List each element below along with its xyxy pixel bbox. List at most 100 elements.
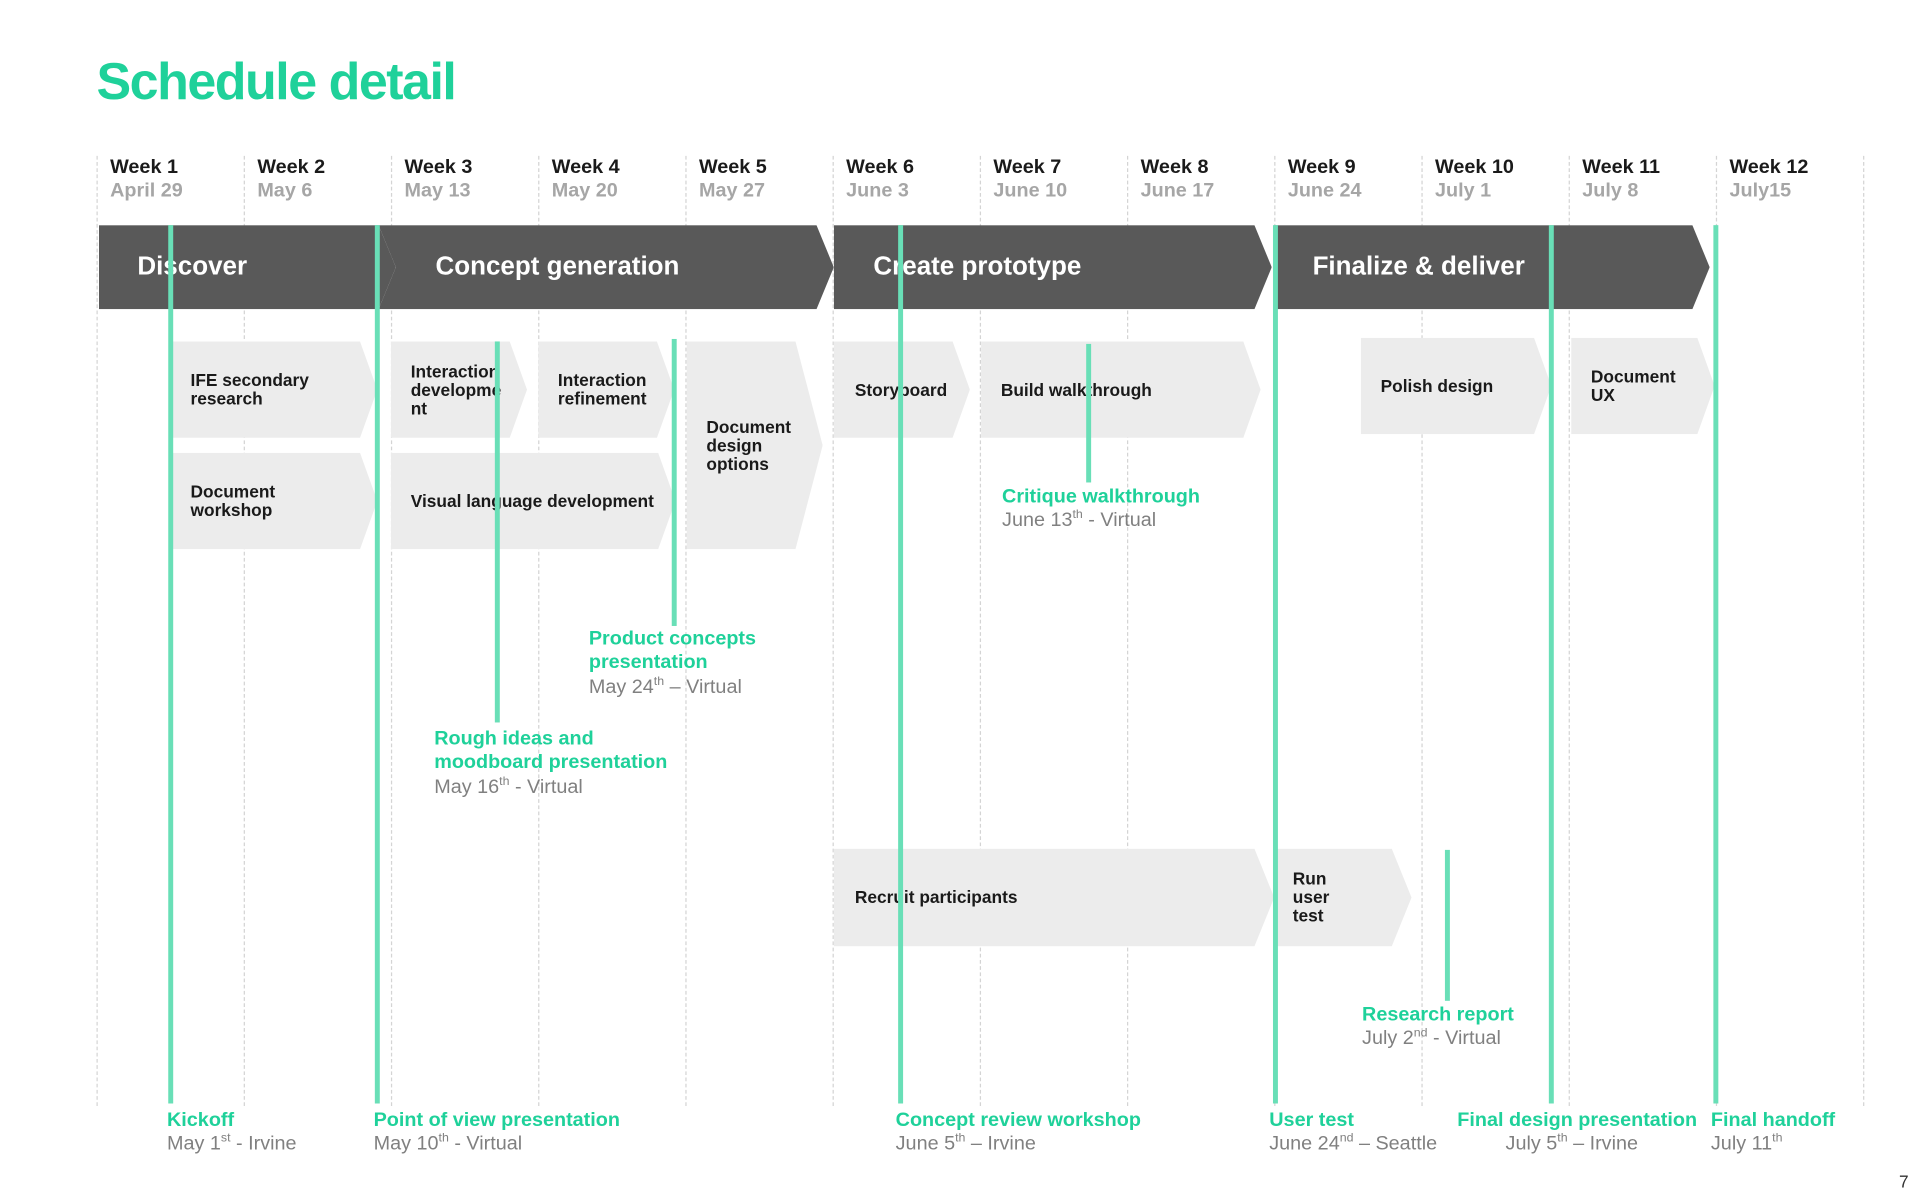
milestone-line-kickoff: [168, 225, 174, 1104]
milestone-line-final-design: [1548, 225, 1554, 1104]
week-header: Week 8 June 17: [1141, 156, 1280, 203]
week-header: Week 3 May 13: [405, 156, 544, 203]
week-date: June 3: [846, 180, 909, 202]
milestone-date: July 2nd - Virtual: [1362, 1026, 1501, 1050]
week-name: Week 8: [1140, 157, 1209, 179]
week-grid-line: [979, 155, 982, 1106]
milestone-date: July 5th – Irvine: [1505, 1131, 1638, 1155]
milestone-line-user-test: [1272, 225, 1278, 1104]
task-recruit-participants: Recruit participants: [834, 849, 1274, 947]
phase-create-prototype: Create prototype: [834, 225, 1272, 309]
phase-label: Discover: [137, 252, 248, 281]
week-date: June 24: [1287, 180, 1362, 202]
milestone-title: Research report: [1362, 1004, 1514, 1026]
week-grid-line: [538, 155, 540, 1106]
milestone-title: Final handoff: [1710, 1109, 1836, 1131]
week-grid-line: [1126, 155, 1129, 1106]
milestone-line-final-handoff: [1713, 225, 1719, 1104]
week-date: July 1: [1435, 180, 1492, 202]
milestone-date: May 10th - Virtual: [373, 1131, 523, 1155]
week-grid-line: [1863, 155, 1865, 1106]
task-interaction-refinement: Interaction refinement: [538, 341, 674, 437]
week-name: Week 1: [110, 157, 178, 179]
week-header: Week 1 April 29: [110, 156, 249, 203]
milestone-title: Product concepts: [588, 628, 757, 650]
week-date: May 27: [698, 180, 765, 202]
week-date: July 8: [1582, 180, 1639, 202]
week-grid-line: [96, 155, 98, 1106]
task-document-workshop: Document workshop: [172, 453, 377, 549]
week-name: Week 7: [993, 157, 1062, 179]
page-title: Schedule detail: [96, 51, 456, 111]
task-label: Document workshop: [190, 481, 276, 520]
week-name: Week 5: [698, 157, 767, 179]
week-header: Week 4 May 20: [552, 156, 691, 203]
week-date: May 20: [551, 180, 618, 202]
phase-finalize-deliver: Finalize & deliver: [1274, 225, 1709, 309]
milestone-date: July 11th: [1710, 1131, 1783, 1155]
week-date: June 10: [993, 180, 1068, 202]
week-name: Week 6: [846, 157, 915, 179]
milestone-title: User test: [1269, 1109, 1354, 1131]
week-date: July15: [1729, 180, 1792, 202]
phase-label: Finalize & deliver: [1312, 252, 1525, 281]
week-header: Week 9 June 24: [1288, 156, 1427, 203]
milestone-title: Kickoff: [167, 1109, 235, 1131]
milestone-line-concept-review: [898, 225, 904, 1104]
week-name: Week 12: [1729, 157, 1809, 179]
week-date: April 29: [110, 180, 183, 202]
phase-concept-generation: Concept generation: [379, 225, 834, 309]
week-header: Week 10 July 1: [1435, 156, 1574, 203]
phase-discover: Discover: [99, 225, 396, 309]
week-grid-line: [1568, 155, 1570, 1106]
week-header: Week 6 June 3: [846, 156, 985, 203]
milestone-line-product-concepts: [671, 338, 677, 626]
milestone-date: June 24nd – Seattle: [1269, 1131, 1438, 1155]
week-name: Week 11: [1582, 157, 1661, 179]
task-ife-secondary-research: IFE secondary research: [172, 341, 377, 437]
phase-label: Concept generation: [435, 252, 680, 281]
milestone-title: presentation: [588, 651, 708, 673]
task-visual-language-development: Visual language development: [391, 453, 676, 549]
task-run-user-test: Run user test: [1275, 849, 1411, 947]
page-number: 7: [1898, 1171, 1909, 1192]
task-label: IFE secondary research: [190, 369, 309, 409]
task-label: Run user test: [1292, 868, 1330, 926]
task-build-walkthrough: Build walkthrough: [981, 341, 1261, 437]
task-document-ux: Document UX: [1571, 338, 1715, 434]
week-date: May 13: [404, 180, 471, 202]
week-header: Week 11 July 8: [1582, 156, 1721, 203]
milestone-title: Final design presentation: [1457, 1109, 1698, 1131]
week-grid-line: [832, 155, 834, 1106]
milestone-date: June 5th – Irvine: [895, 1131, 1036, 1155]
milestone-date: May 24th – Virtual: [588, 675, 742, 698]
week-date: May 6: [257, 180, 313, 202]
task-label: Interaction developme nt: [410, 360, 502, 418]
milestone-line-point-of-view: [374, 225, 380, 1104]
milestone-line-critique-walkthrough: [1086, 343, 1092, 483]
week-name: Week 4: [551, 157, 620, 179]
task-label: Build walkthrough: [1000, 379, 1152, 399]
task-interaction-development: Interaction developme nt: [391, 341, 527, 437]
milestone-title: Point of view presentation: [373, 1109, 620, 1131]
milestone-title: moodboard presentation: [434, 752, 668, 774]
milestone-line-rough-ideas: [494, 341, 500, 723]
milestone-title: Rough ideas and: [434, 728, 594, 750]
milestone-title: Concept review workshop: [895, 1109, 1141, 1131]
task-label: Document design options: [706, 416, 792, 474]
milestone-line-research-report: [1444, 849, 1450, 1001]
week-name: Week 9: [1287, 157, 1356, 179]
week-header: Week 7 June 10: [993, 156, 1132, 203]
week-name: Week 10: [1435, 157, 1514, 179]
task-label: Document UX: [1590, 366, 1676, 405]
week-header: Week 12 July15: [1729, 156, 1868, 203]
week-header: Week 5 May 27: [699, 156, 838, 203]
milestone-date: May 16th - Virtual: [434, 775, 583, 798]
week-name: Week 3: [404, 157, 473, 179]
week-name: Week 2: [257, 157, 326, 179]
task-label: Recruit participants: [854, 887, 1018, 907]
milestone-date: May 1st - Irvine: [167, 1131, 297, 1155]
task-label: Visual language development: [410, 490, 654, 511]
task-polish-design: Polish design: [1361, 338, 1552, 434]
